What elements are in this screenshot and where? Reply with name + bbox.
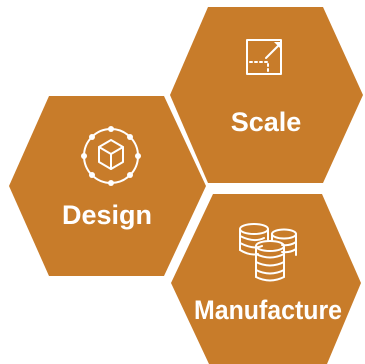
hexagon-scale: Scale	[170, 7, 363, 183]
hexagon-manufacture-shape	[171, 194, 361, 364]
hexagon-design-label: Design	[62, 200, 152, 230]
hexagon-design: Design	[9, 96, 206, 276]
stacked-coins-icon	[239, 223, 297, 282]
hexagon-scale-shape	[170, 7, 363, 183]
hexagon-scale-label: Scale	[231, 107, 302, 137]
cube-network-icon	[81, 126, 141, 186]
hexagon-manufacture: Manufacture	[171, 194, 361, 364]
scale-arrow-icon	[246, 39, 282, 75]
hexagon-manufacture-label: Manufacture	[194, 295, 342, 325]
hexagon-design-shape	[9, 96, 206, 276]
